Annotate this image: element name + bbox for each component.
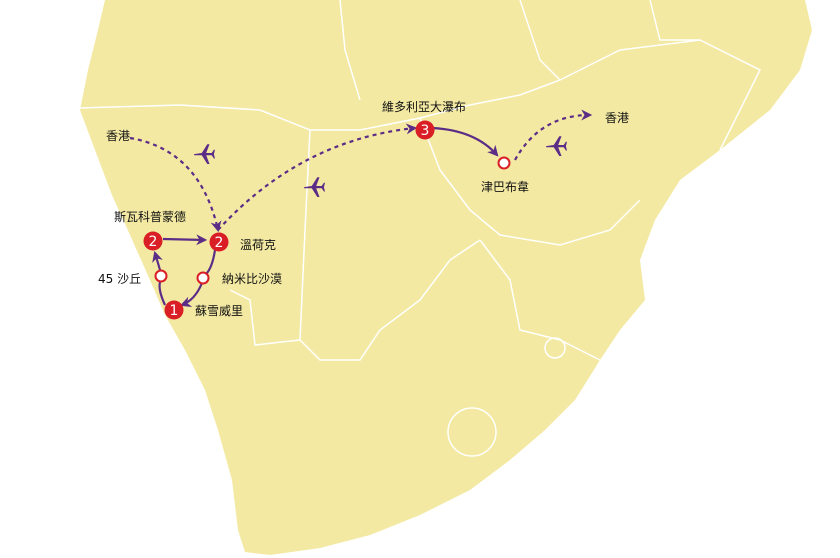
marker-number: 2 bbox=[215, 235, 224, 251]
label-45-dune: 45 沙丘 bbox=[98, 272, 142, 286]
marker-windhoek[interactable] bbox=[209, 232, 229, 252]
label-windhoek: 溫荷克 bbox=[240, 238, 277, 252]
label-victoria-falls: 維多利亞大瀑布 bbox=[382, 100, 467, 114]
label-hong-kong-start: 香港 bbox=[106, 129, 131, 143]
marker-namib[interactable] bbox=[196, 271, 210, 285]
marker-number: 1 bbox=[170, 303, 179, 319]
label-hong-kong-end: 香港 bbox=[605, 111, 630, 125]
label-namib-desert: 納米比沙漠 bbox=[222, 272, 283, 286]
marker-45-dune[interactable] bbox=[154, 269, 168, 283]
marker-victoria-falls[interactable] bbox=[415, 120, 435, 140]
label-swakopmund: 斯瓦科普蒙德 bbox=[114, 210, 187, 224]
marker-number: 3 bbox=[421, 123, 430, 139]
marker-number: 2 bbox=[149, 234, 158, 250]
marker-swakopmund[interactable] bbox=[143, 231, 163, 251]
marker-zimbabwe[interactable] bbox=[497, 156, 511, 170]
stop-markers: 2 2 1 3 bbox=[143, 120, 511, 320]
label-zimbabwe: 津巴布韋 bbox=[481, 180, 530, 194]
routes bbox=[129, 109, 593, 307]
marker-sossusvlei[interactable] bbox=[164, 300, 184, 320]
southern-africa-land bbox=[80, 0, 812, 555]
country-borders bbox=[79, 0, 762, 457]
label-sossusvlei: 蘇雪威里 bbox=[195, 304, 244, 318]
